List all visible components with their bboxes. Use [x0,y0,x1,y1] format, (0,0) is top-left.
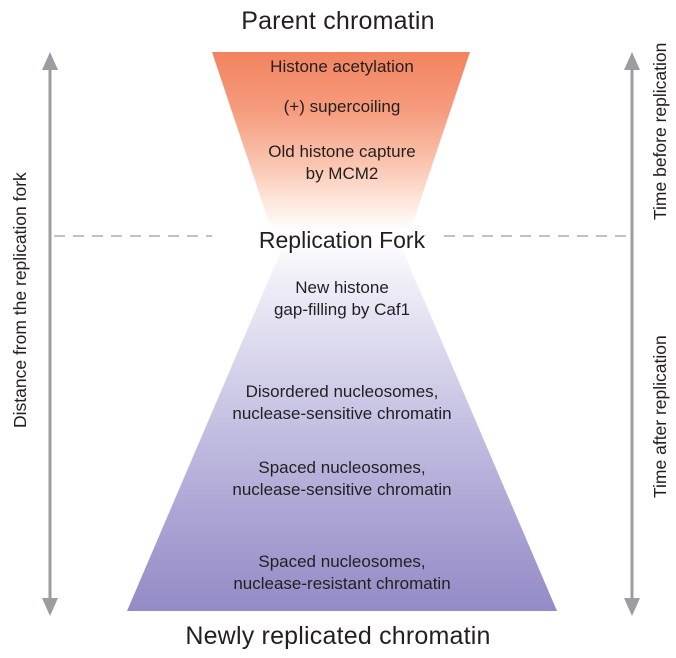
fork-dashed-line-left [54,235,212,237]
arrowhead-up [42,52,58,70]
arrowhead-down [42,598,58,616]
distance-axis-label: Distance from the replication fork [10,172,30,428]
parent-item-old-histone-capture: Old histone capture by MCM2 [268,142,416,183]
parent-item-histone-acetylation: Histone acetylation [270,57,414,76]
time-before-replication-label: Time before replication [650,42,670,220]
new-item-gap-filling: New histone gap-filling by Caf1 [273,278,411,319]
time-after-replication-label: Time after replication [650,335,670,499]
arrowhead-down [624,598,640,616]
parent-chromatin-title: Parent chromatin [241,7,435,35]
replication-fork-label: Replication Fork [258,227,426,253]
parent-item-supercoiling: (+) supercoiling [283,97,401,116]
new-item-spaced-resistant: Spaced nucleosomes, nuclease-resistant c… [233,552,451,593]
new-item-disordered-nucleosomes: Disordered nucleosomes, nuclease-sensiti… [232,382,452,423]
new-item-spaced-sensitive: Spaced nucleosomes, nuclease-sensitive c… [232,458,452,499]
newly-replicated-chromatin-title: Newly replicated chromatin [185,622,491,650]
fork-dashed-line-right [444,235,628,237]
distance-axis-arrow-icon [42,52,58,616]
time-axis-arrow-icon [624,52,640,616]
arrowhead-up [624,52,640,70]
